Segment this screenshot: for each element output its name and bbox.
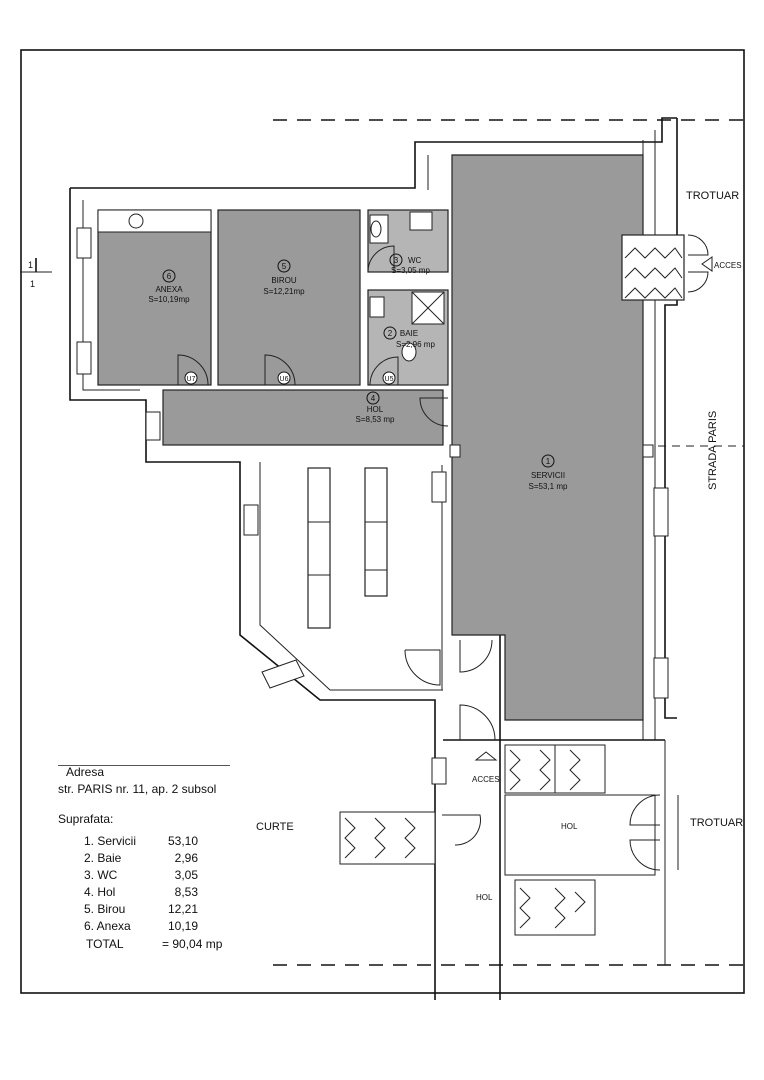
svg-text:S=8,53 mp: S=8,53 mp (356, 415, 395, 424)
label-hol-right: HOL (561, 822, 578, 831)
window (76, 227, 92, 259)
stairs-curte (339, 811, 436, 865)
label-trotuar-top: TROTUAR (686, 190, 739, 202)
door-tag-u6: U6 (277, 371, 291, 385)
legend-rule (58, 765, 230, 766)
svg-text:S=10,19mp: S=10,19mp (148, 295, 190, 304)
svg-text:1: 1 (546, 457, 551, 466)
surface-total: TOTAL= 90,04 mp (86, 937, 223, 951)
label-strada-paris: STRADA PARIS (707, 411, 719, 490)
svg-text:WC: WC (408, 256, 422, 265)
door-tag-u7: U7 (184, 371, 198, 385)
svg-text:3: 3 (394, 256, 399, 265)
svg-text:HOL: HOL (367, 405, 384, 414)
door-anexa (177, 354, 209, 386)
room-anexa (97, 209, 212, 386)
svg-text:4: 4 (371, 394, 376, 403)
door-wc (367, 245, 395, 273)
acces-arrow (474, 751, 498, 761)
svg-text:2: 2 (388, 329, 393, 338)
door-servicii-lower (404, 649, 441, 686)
svg-text:ANEXA: ANEXA (155, 285, 183, 294)
svg-text:5: 5 (282, 262, 287, 271)
address-title: Adresa (66, 765, 105, 779)
label-curte: CURTE (256, 821, 294, 833)
label-hol-bottom: HOL (476, 893, 493, 902)
room-birou (217, 209, 361, 386)
table-left (307, 467, 331, 629)
door-birou (264, 354, 296, 386)
section-number: 1 (28, 260, 33, 270)
door-hol (419, 397, 449, 427)
outer-wall-left (69, 188, 436, 1000)
door-entrance-lower (629, 794, 661, 826)
sheet-frame (20, 49, 745, 994)
room-label-servicii: 1 SERVICII S=53,1 mp (529, 454, 568, 491)
room-label-anexa: 6 ANEXA S=10,19mp (148, 269, 190, 304)
label-trotuar-bottom: TROTUAR (690, 817, 743, 829)
room-servicii (451, 154, 644, 721)
address-text: str. PARIS nr. 11, ap. 2 subsol (58, 782, 217, 796)
svg-text:S=53,1 mp: S=53,1 mp (529, 482, 568, 491)
door-tag-u5: U5 (382, 371, 396, 385)
room-label-baie: 2 BAIE S=2,96 mp (383, 326, 435, 349)
room-label-wc: 3 WC S=3,05 mp (389, 253, 430, 275)
svg-text:6: 6 (167, 272, 172, 281)
surface-title: Suprafata: (58, 812, 114, 826)
room-label-hol: 4 HOL S=8,53 mp (356, 391, 395, 424)
svg-text:S=12,21mp: S=12,21mp (263, 287, 305, 296)
svg-text:S=2,96 mp: S=2,96 mp (396, 340, 435, 349)
label-acces-bottom: ACCES (472, 775, 500, 784)
svg-text:BAIE: BAIE (400, 329, 418, 338)
svg-text:SERVICII: SERVICII (531, 471, 565, 480)
room-label-birou: 5 BIROU S=12,21mp (263, 259, 305, 296)
svg-text:U5: U5 (385, 376, 394, 383)
door-baie (369, 356, 399, 386)
section-sub: 1 (30, 279, 35, 289)
room-hol (162, 389, 444, 446)
svg-text:S=3,05 mp: S=3,05 mp (391, 266, 430, 275)
outer-wall-top (70, 117, 677, 189)
table-right (364, 467, 388, 597)
svg-text:U6: U6 (280, 376, 289, 383)
svg-text:U7: U7 (187, 376, 196, 383)
label-acces-right: ACCES (714, 261, 742, 270)
outer-wall-right (664, 118, 678, 719)
svg-text:BIROU: BIROU (271, 276, 297, 285)
stairs-lower (504, 744, 656, 936)
stairs-top (621, 234, 713, 301)
door-corridor (459, 639, 493, 673)
